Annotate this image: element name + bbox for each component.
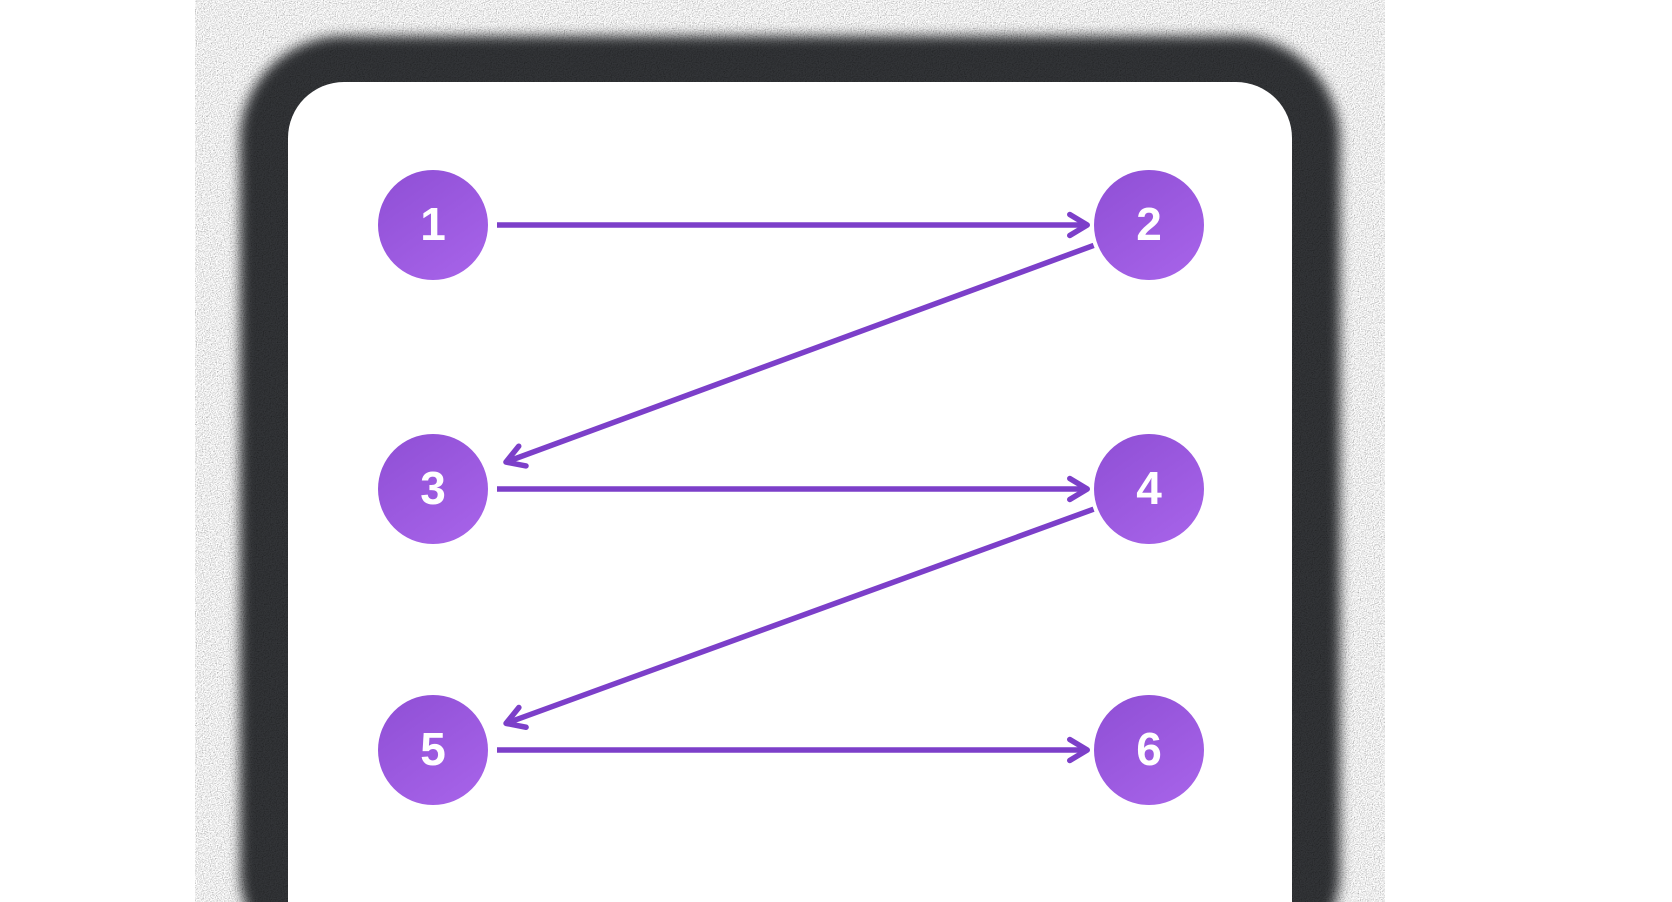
flow-arrow-2-3 [503, 242, 1095, 469]
node-2: 2 [1094, 170, 1204, 280]
node-number: 5 [420, 723, 446, 775]
node-number: 4 [1136, 462, 1162, 514]
flow-arrow-4-5 [503, 506, 1095, 730]
node-5: 5 [378, 695, 488, 805]
node-1: 1 [378, 170, 488, 280]
node-number: 6 [1136, 723, 1162, 775]
node-number: 1 [420, 198, 446, 250]
node-number: 3 [420, 462, 446, 514]
node-4: 4 [1094, 434, 1204, 544]
node-number: 2 [1136, 198, 1162, 250]
node-6: 6 [1094, 695, 1204, 805]
node-3: 3 [378, 434, 488, 544]
